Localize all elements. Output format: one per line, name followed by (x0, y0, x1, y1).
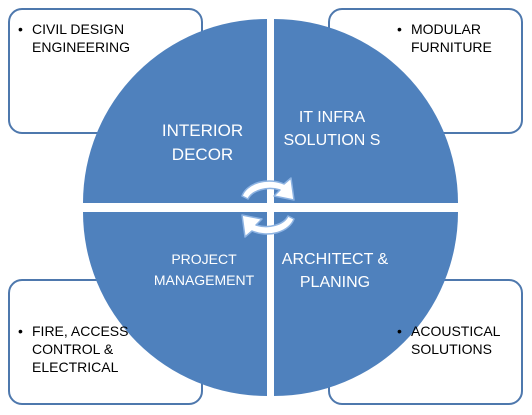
corner-text-top-right: MODULAR FURNITURE (397, 20, 531, 56)
circular-arrows-icon (241, 177, 295, 238)
corner-text-top-left: CIVIL DESIGN ENGINEERING (18, 20, 182, 56)
quadrant-label-top-right: IT INFRA SOLUTION S (283, 109, 381, 149)
quadrant-bottom-left (83, 212, 267, 396)
corner-text-bottom-left: FIRE, ACCESS CONTROL & ELECTRICAL (18, 322, 182, 376)
quadrant-label-top-left: INTERIOR DECOR (161, 121, 244, 164)
quadrant-top-right (274, 19, 458, 203)
quadrant-label-bottom-left: PROJECT MANAGEMENT (153, 251, 255, 288)
corner-text-bottom-right: ACOUSTICAL SOLUTIONS (397, 322, 531, 358)
quadrant-bottom-right (274, 212, 458, 396)
quadrant-top-left (83, 19, 267, 203)
quadrant-label-bottom-right: ARCHITECT & PLANING (281, 251, 389, 291)
